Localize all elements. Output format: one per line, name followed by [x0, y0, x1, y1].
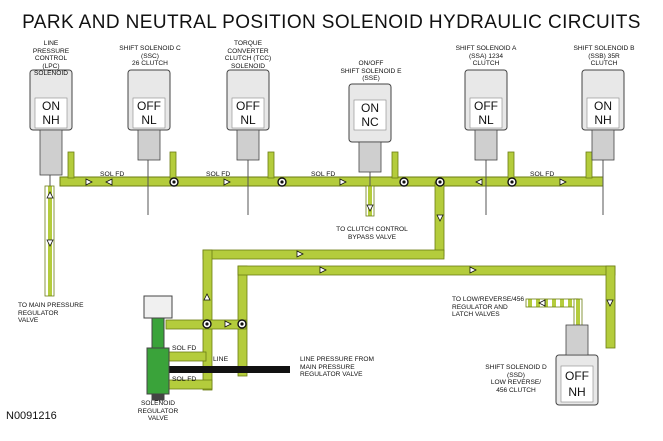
feed-stubs	[67, 151, 593, 179]
ssb-state-1: ON	[594, 99, 612, 113]
figure-id: N0091216	[6, 410, 57, 422]
low-reverse-annotation: TO LOW/REVERSE/456 REGULATOR AND LATCH V…	[452, 296, 525, 319]
sol-fd-label-4: SOL FD	[530, 171, 555, 178]
sol-fd-label-2: SOL FD	[206, 171, 231, 178]
tcc-state-2: NL	[240, 113, 256, 127]
clutch-control-annotation: TO CLUTCH CONTROL BYPASS VALVE	[336, 226, 408, 241]
line-pressure-annotation: LINE PRESSURE FROM MAIN PRESSURE REGULAT…	[300, 356, 375, 379]
ssa-state-1: OFF	[474, 99, 498, 113]
ssc-solenoid-label: SHIFT SOLENOID C (SSC) 26 CLUTCH	[119, 45, 181, 68]
line-label: LINE	[213, 356, 229, 363]
sse-output-line	[365, 185, 375, 217]
sse-state-2: NC	[361, 115, 379, 129]
main-pressure-annotation: TO MAIN PRESSURE REGULATOR VALVE	[18, 302, 84, 325]
sol-fd-header-line	[59, 176, 604, 187]
lpc-state-2: NH	[42, 113, 60, 127]
ssd-state-2: NH	[568, 385, 586, 399]
sol-fd-label-1: SOL FD	[100, 171, 125, 178]
ssc-state-2: NL	[141, 113, 157, 127]
sse-state-1: ON	[361, 101, 379, 115]
ssb-state-2: NH	[594, 113, 612, 127]
ssd-output-line	[525, 298, 579, 308]
sse-solenoid-label: ON/OFF SHIFT SOLENOID E (SSE)	[340, 60, 402, 83]
lpc-state-1: ON	[42, 99, 60, 113]
solenoid-regulator-valve-body	[143, 295, 173, 401]
tcc-solenoid-label: TORQUE CONVERTER CLUTCH (TCC) SOLENOID	[224, 40, 272, 70]
diagram-title: PARK AND NEUTRAL POSITION SOLENOID HYDRA…	[22, 12, 641, 33]
ssd-solenoid-label: SHIFT SOLENOID D (SSD) LOW REVERSE/ 456 …	[485, 364, 547, 394]
tcc-state-1: OFF	[236, 99, 260, 113]
ssd-state-1: OFF	[565, 369, 589, 383]
sol-fd-label-5: SOL FD	[172, 345, 197, 352]
line-pressure-line	[160, 366, 290, 373]
lpc-solenoid-label: LINE PRESSURE CONTROL (LPC) SOLENOID	[32, 40, 70, 78]
solenoid-stems	[49, 160, 604, 215]
ssc-state-1: OFF	[137, 99, 161, 113]
flow-arrows	[46, 178, 614, 328]
ssa-state-2: NL	[478, 113, 494, 127]
solenoid-regulator-annotation: SOLENOID REGULATOR VALVE	[137, 400, 179, 423]
sol-fd-label-3: SOL FD	[311, 171, 336, 178]
ssb-solenoid-label: SHIFT SOLENOID B (SSB) 35R CLUTCH	[573, 45, 635, 68]
sol-fd-label-6: SOL FD	[172, 376, 197, 383]
ssa-solenoid-label: SHIFT SOLENOID A (SSA) 1234 CLUTCH	[455, 45, 517, 68]
